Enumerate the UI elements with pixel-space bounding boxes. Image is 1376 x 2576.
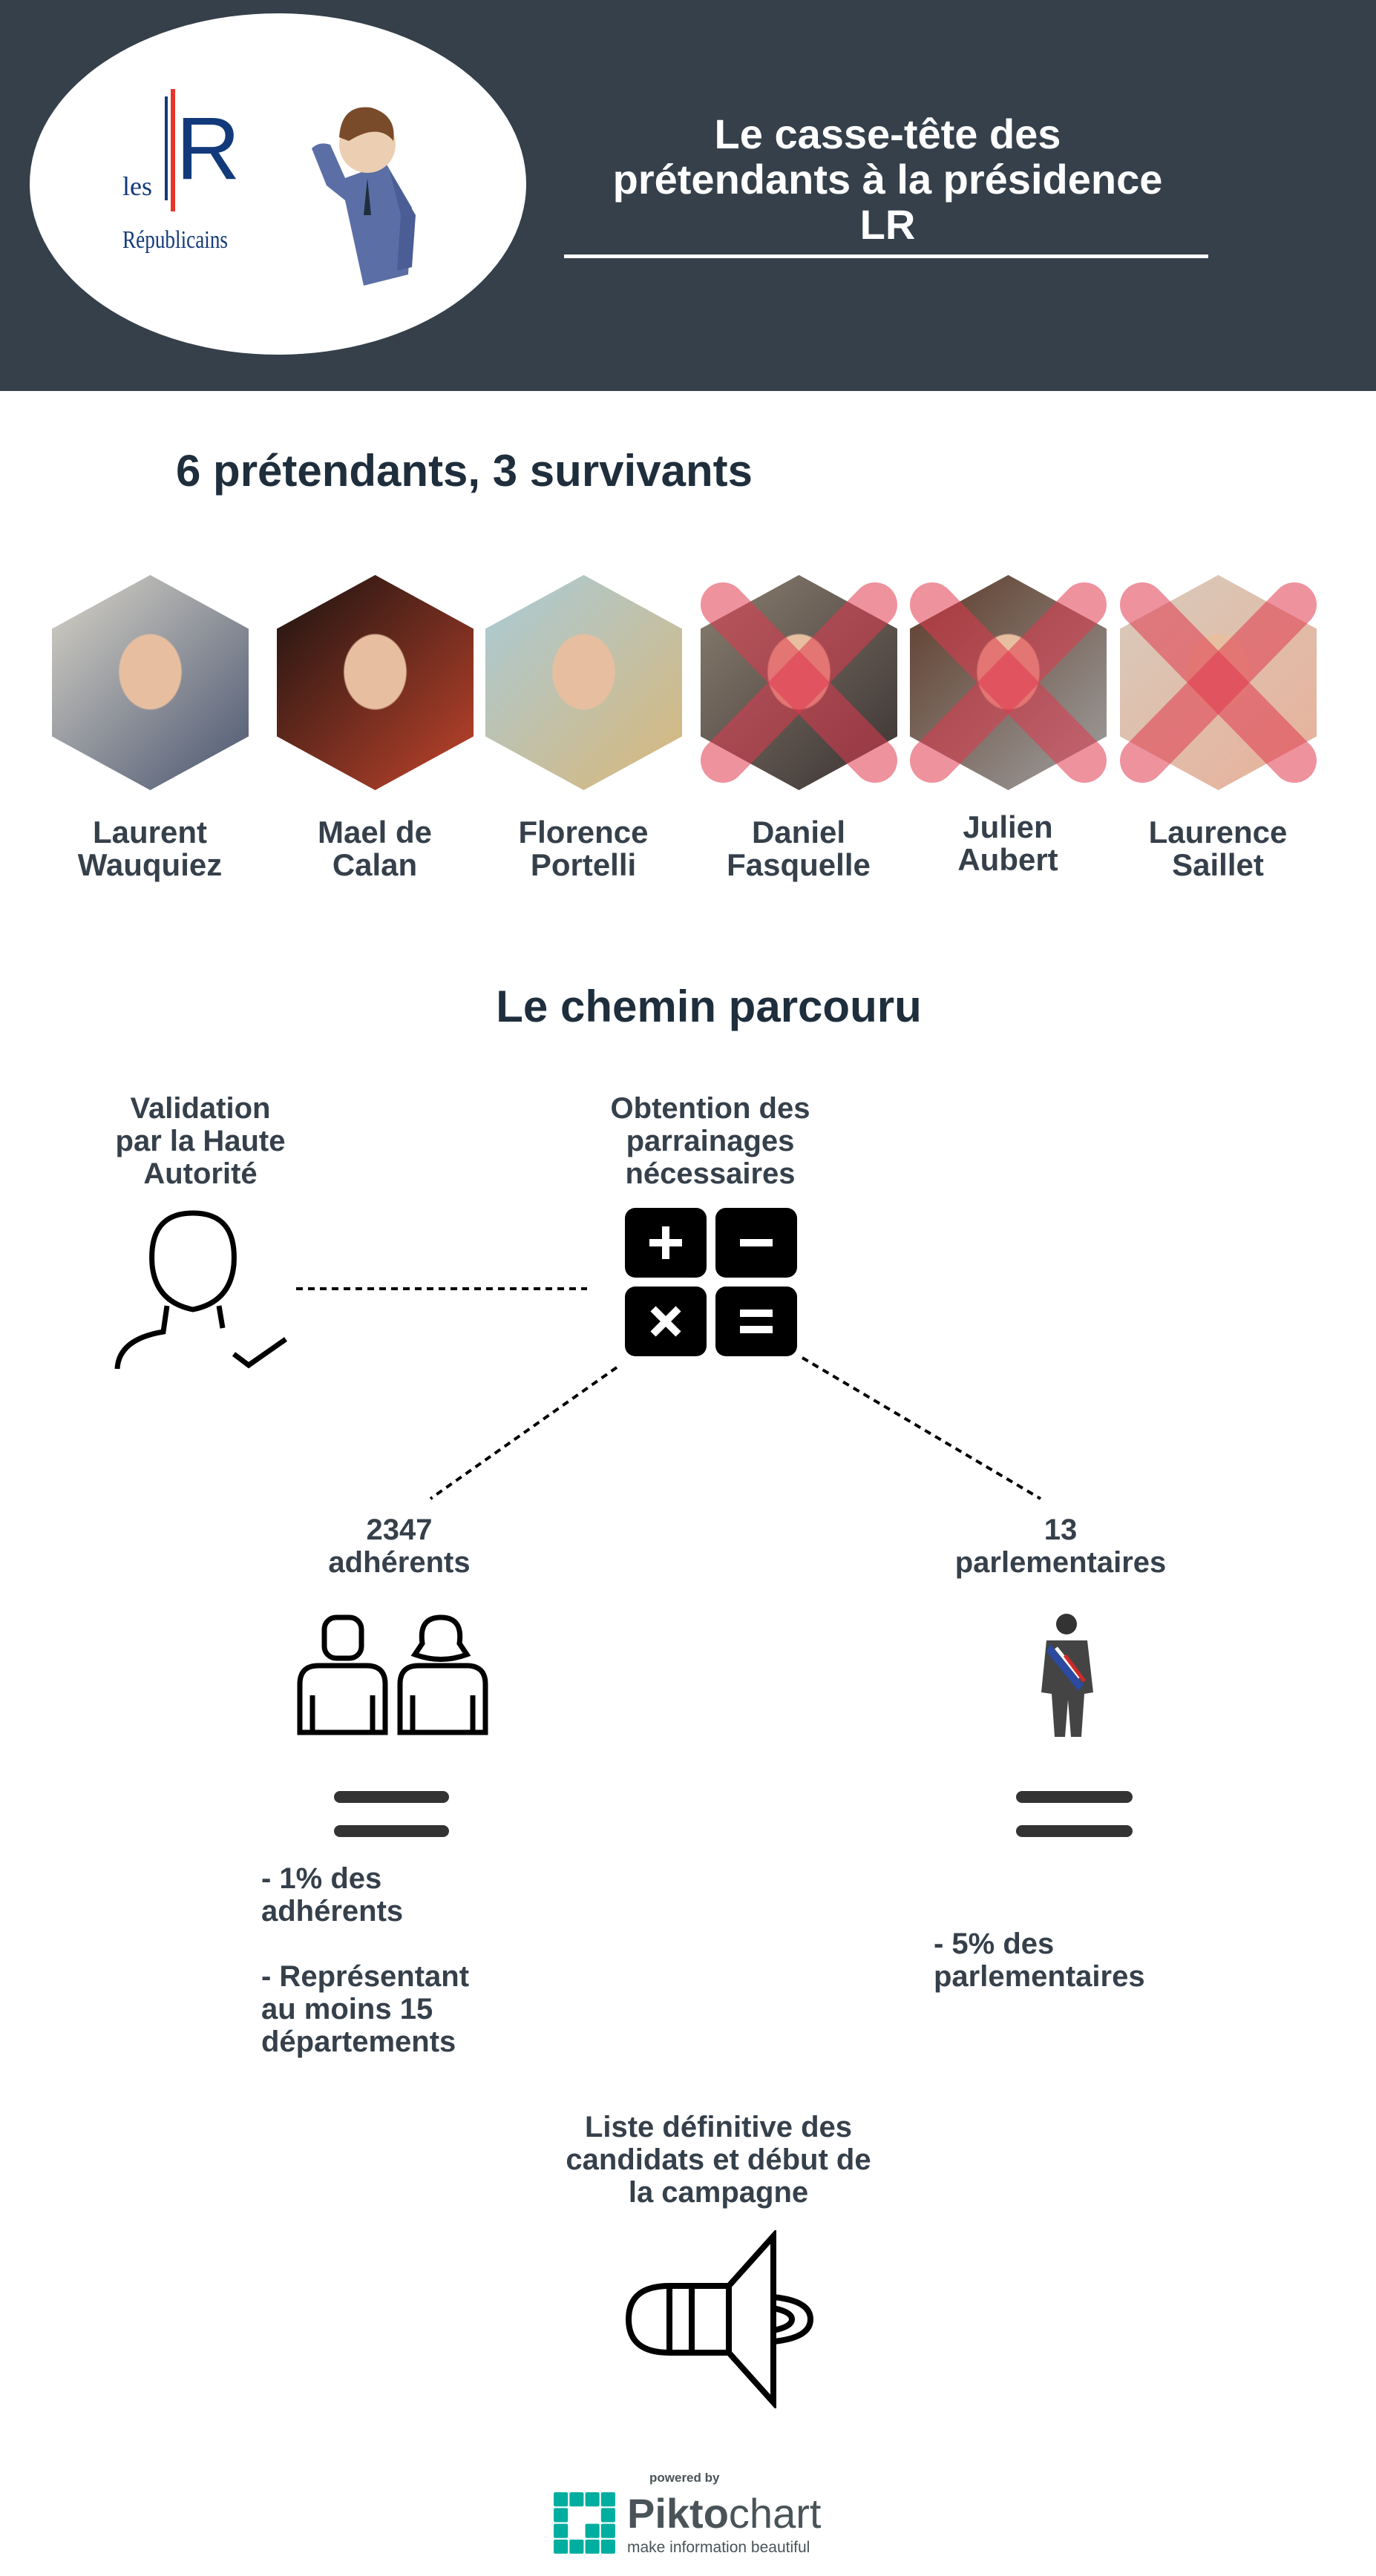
title-underline bbox=[564, 254, 1208, 258]
adherents-conditions: - 1% des adhérents - Représentant au moi… bbox=[261, 1862, 470, 2058]
piktochart-logo-icon bbox=[554, 2492, 615, 2554]
equals-icon bbox=[334, 1825, 449, 1837]
calculator-icon bbox=[625, 1208, 797, 1356]
eliminated-cross-icon bbox=[1120, 582, 1317, 783]
logo-ellipse bbox=[30, 13, 526, 355]
equals-icon bbox=[1016, 1791, 1133, 1803]
dotted-connector bbox=[296, 1287, 1042, 1500]
lr-logo: R les Républicains bbox=[122, 89, 240, 282]
eliminated-cross-icon bbox=[910, 582, 1107, 783]
two-members-icon bbox=[297, 1614, 488, 1735]
puzzled-man-illustration bbox=[312, 107, 416, 286]
page-title: Le casse-tête des prétendants à la prési… bbox=[612, 111, 1163, 248]
piktochart-footer: powered by Piktochart make information b… bbox=[553, 2471, 835, 2567]
deputy-icon bbox=[1041, 1614, 1093, 1737]
equals-icon bbox=[1016, 1825, 1133, 1837]
path-heading: Le chemin parcouru bbox=[496, 982, 922, 1031]
equals-icon bbox=[334, 1791, 449, 1803]
eliminated-cross-icon bbox=[701, 582, 897, 783]
candidates-heading: 6 prétendants, 3 survivants bbox=[176, 446, 753, 496]
parlementaires-conditions: - 5% des parlementaires bbox=[934, 1928, 1145, 1993]
megaphone-icon bbox=[625, 2230, 814, 2408]
person-check-icon bbox=[114, 1210, 288, 1370]
